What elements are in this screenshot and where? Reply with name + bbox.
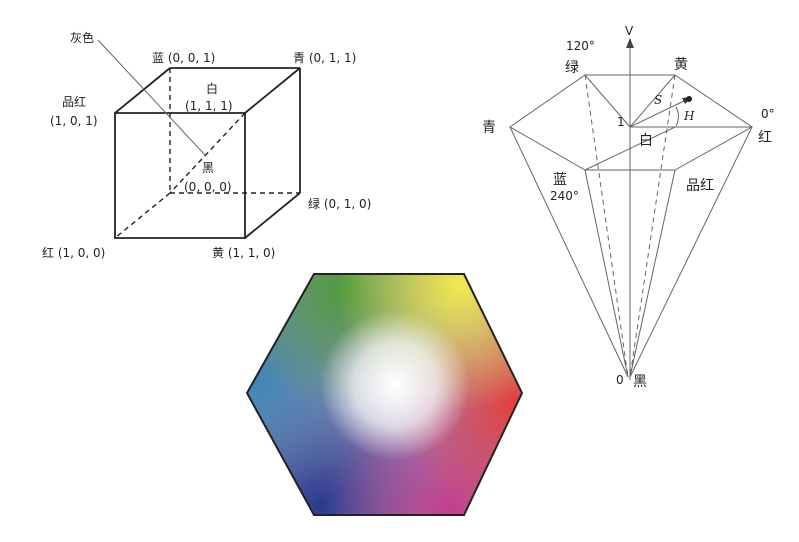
hexcone-face-line: [629, 74, 676, 128]
hexagon-outline: [245, 273, 524, 516]
white-hex-label: 白: [639, 133, 653, 149]
blue-vertex-label: 蓝 (0, 0, 1): [152, 51, 215, 65]
gray-diagonal: [169, 112, 246, 194]
v-axis-label: V: [625, 24, 634, 38]
angle-120-label: 120°: [566, 39, 595, 53]
cyan-vertex-label: 青 (0, 1, 1): [293, 51, 356, 65]
green-hex-label: 绿: [565, 60, 579, 76]
black-apex-label: 黑: [633, 374, 647, 390]
hexcone-edge: [584, 169, 629, 378]
magenta-vertex-coord: (1, 0, 1): [50, 114, 98, 128]
zero-label: 0: [616, 373, 624, 387]
hexcone-edge: [509, 126, 629, 378]
hsv-hexcone: V 120° 绿 黄 青 S H 0° 1 白 红 蓝 240° 品红 0 黑: [482, 24, 775, 390]
h-label: H: [683, 109, 695, 123]
one-label: 1: [617, 115, 625, 129]
hexcone-face-line: [584, 74, 631, 128]
v-axis-arrow-icon: [626, 38, 634, 48]
red-hex-label: 红: [758, 130, 772, 146]
green-vertex-label: 绿 (0, 1, 0): [308, 196, 371, 211]
angle-0-label: 0°: [761, 107, 775, 121]
hexcone-edge: [629, 169, 676, 378]
black-vertex-coord: (0, 0, 0): [184, 180, 232, 194]
black-vertex-name: 黑: [202, 161, 214, 175]
gray-label: 灰色: [70, 31, 94, 45]
blue-hex-label: 蓝: [553, 172, 567, 188]
cube-edge: [244, 67, 301, 114]
yellow-hex-label: 黄: [674, 56, 688, 73]
cube-edge: [244, 192, 301, 239]
gray-leader-line: [97, 39, 206, 156]
magenta-vertex-name: 品红: [62, 94, 86, 109]
cube-front-face: [114, 112, 246, 239]
hexcone-hidden-edge: [629, 74, 676, 378]
hexcone-face-line: [584, 126, 676, 171]
hexcone-hidden-edge: [584, 74, 629, 378]
color-hexagon: [245, 273, 524, 516]
white-vertex-name: 白: [206, 81, 218, 96]
rgb-cube: 灰色 蓝 (0, 0, 1) 青 (0, 1, 1) 白 (1, 1, 1) 品…: [42, 31, 371, 260]
hexcone-top-face: [509, 74, 753, 171]
cube-edge: [114, 67, 171, 114]
yellow-vertex-label: 黄 (1, 1, 0): [212, 246, 275, 260]
hexcone-edge: [629, 126, 753, 378]
cube-hidden-edge: [114, 192, 171, 239]
angle-240-label: 240°: [550, 189, 579, 203]
hsv-point: [686, 96, 692, 102]
cyan-hex-label: 青: [482, 120, 496, 136]
magenta-hex-label: 品红: [686, 178, 714, 194]
s-label: S: [654, 93, 662, 107]
h-arc: [675, 106, 679, 127]
s-vector: [629, 99, 687, 128]
red-vertex-label: 红 (1, 0, 0): [42, 245, 105, 260]
white-vertex-coord: (1, 1, 1): [185, 99, 233, 113]
